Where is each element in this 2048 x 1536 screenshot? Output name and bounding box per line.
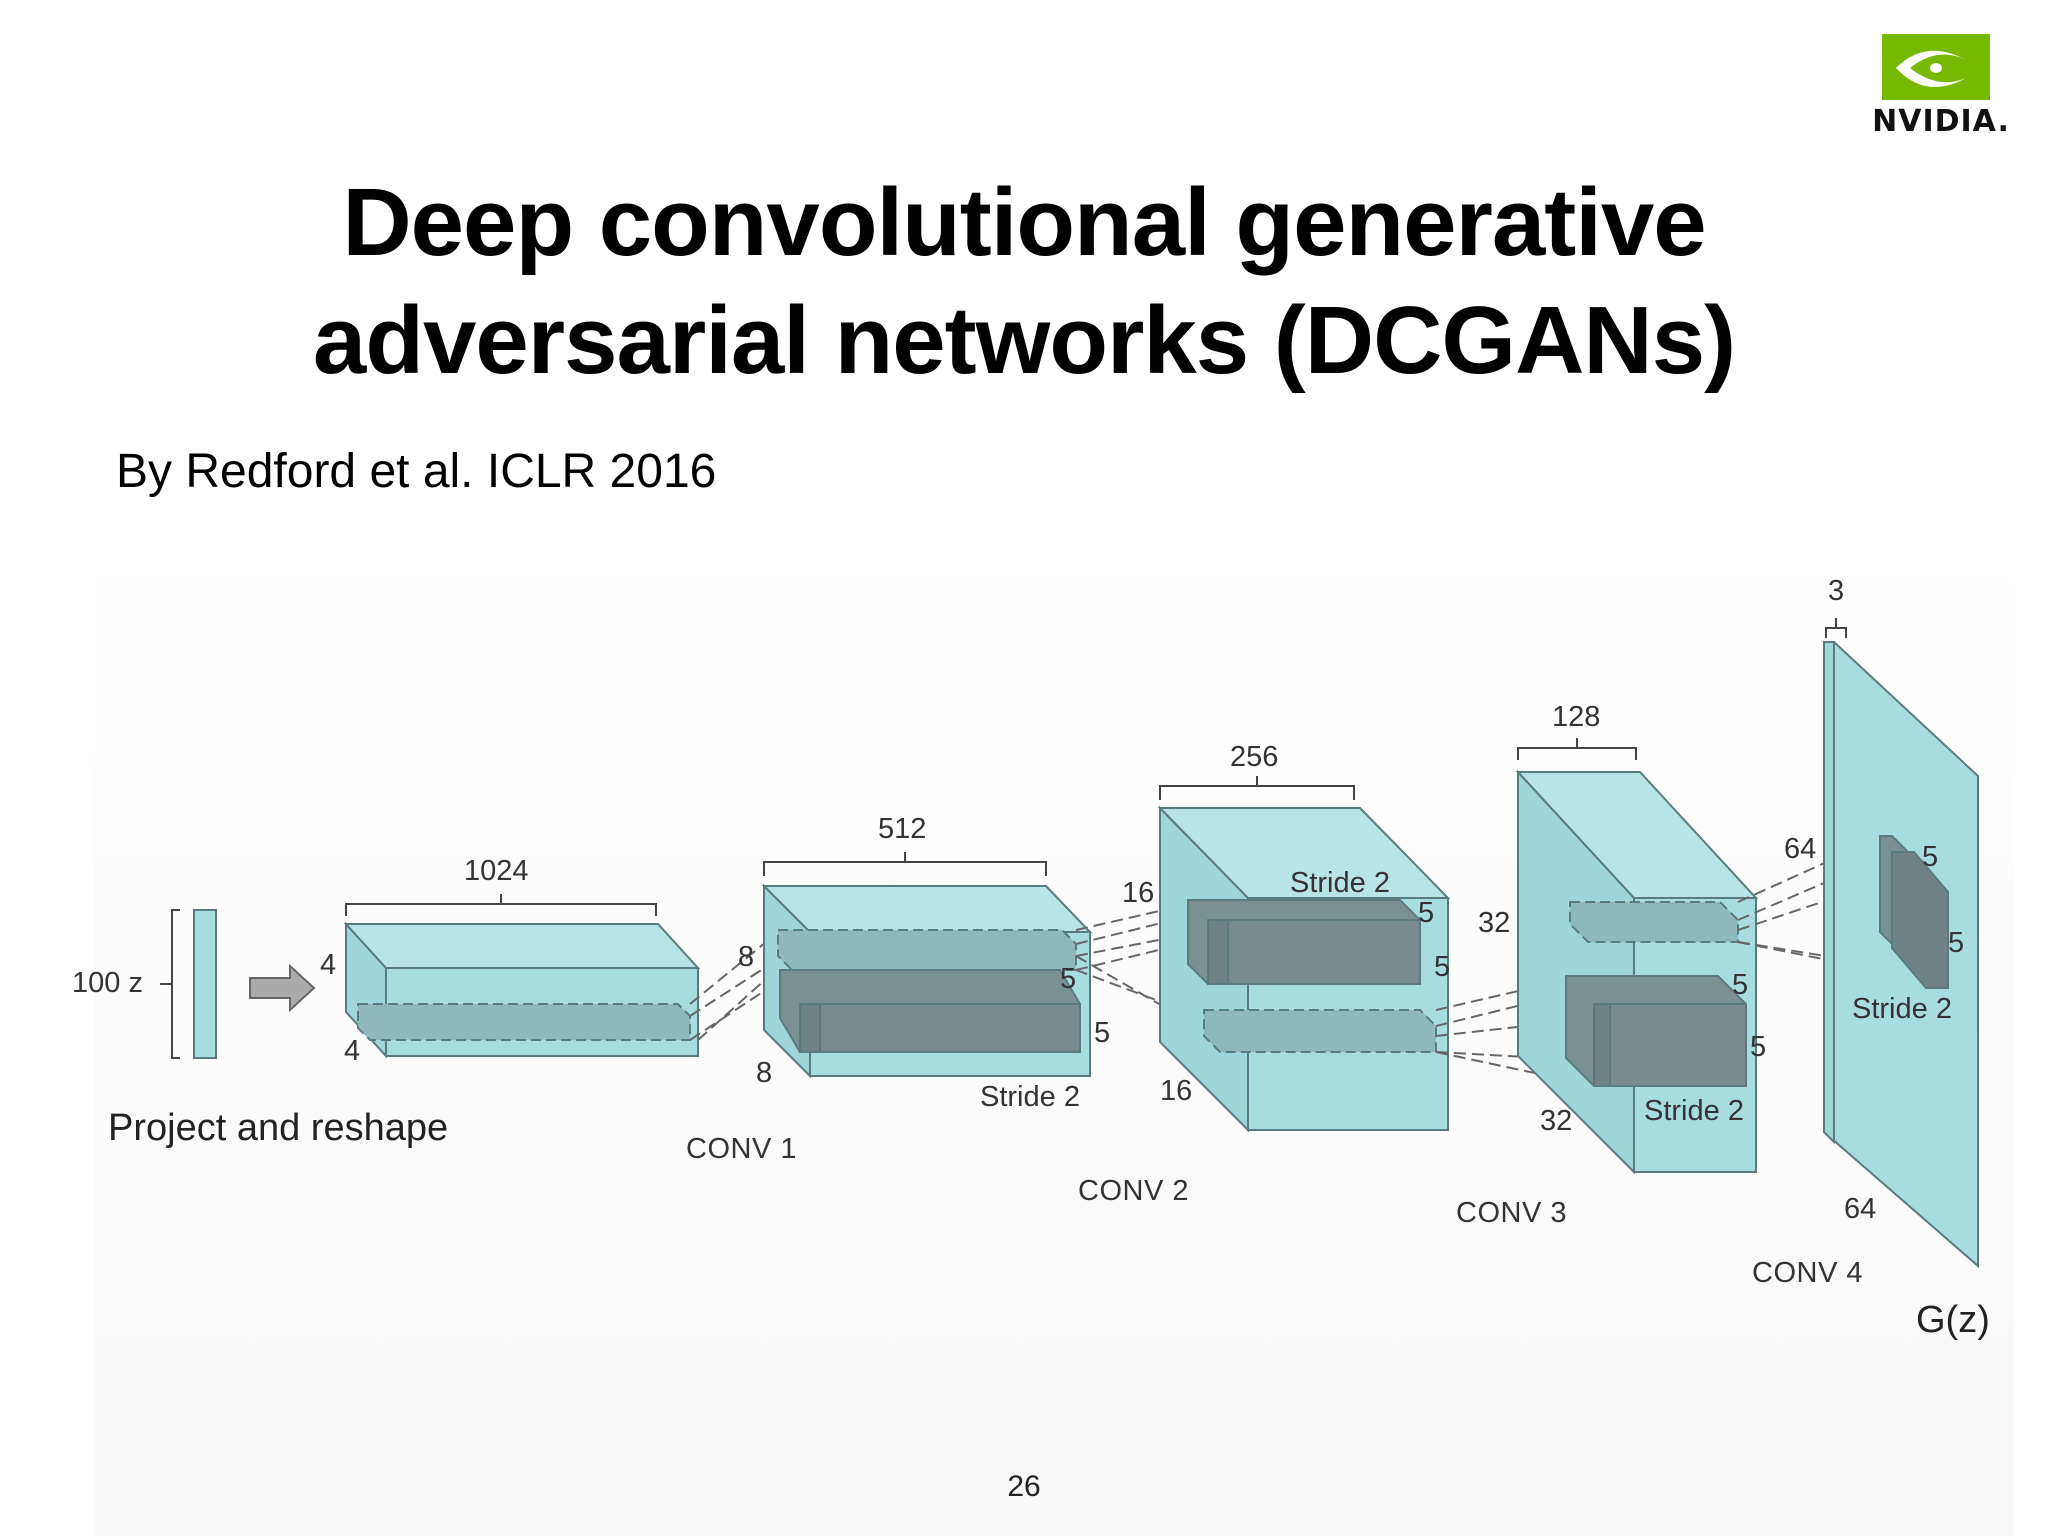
conv2-caption: CONV 2 (1078, 1175, 1189, 1207)
conv2-height: 16 (1122, 877, 1154, 909)
project-width: 4 (344, 1035, 360, 1067)
conv4-width: 64 (1844, 1193, 1876, 1225)
conv3-kernel-b: 5 (1750, 1031, 1766, 1063)
conv1-height: 8 (738, 941, 754, 973)
citation-text: By Redford et al. ICLR 2016 (116, 445, 717, 498)
title-line-1: Deep convolutional generative (342, 169, 1706, 277)
conv1-kernel-a: 5 (1060, 963, 1076, 995)
conv1-channels: 512 (878, 813, 926, 845)
conv3-channels: 128 (1552, 701, 1600, 733)
project-brace (345, 894, 657, 916)
conv3-kernel-a: 5 (1732, 969, 1748, 1001)
conv3-block (1515, 769, 1759, 1175)
conv4-kernel-a: 5 (1922, 841, 1938, 873)
input-vector (160, 909, 217, 1059)
conv3-caption: CONV 3 (1456, 1197, 1567, 1229)
conv3-height: 32 (1478, 907, 1510, 939)
nvidia-logo-icon (1882, 34, 1990, 100)
conv2-width: 16 (1160, 1075, 1192, 1107)
project-height: 4 (320, 949, 336, 981)
conv2-stride: Stride 2 (1290, 867, 1390, 899)
conv1-brace (763, 852, 1047, 876)
conv2-kernel-b: 5 (1434, 951, 1450, 983)
conv1-stride: Stride 2 (980, 1081, 1080, 1113)
logo-wordmark: NVIDIA. (1872, 104, 2010, 139)
output-label: G(z) (1916, 1299, 1990, 1341)
conv4-stride: Stride 2 (1852, 993, 1952, 1025)
conv2-brace (1159, 776, 1355, 800)
conv4-channels: 3 (1828, 575, 1844, 607)
conv3-stride: Stride 2 (1644, 1095, 1744, 1127)
project-channels: 1024 (464, 855, 529, 887)
conv1-caption: CONV 1 (686, 1133, 797, 1165)
conv3-brace (1517, 738, 1637, 760)
conv2-block (1157, 805, 1451, 1133)
project-label: Project and reshape (108, 1107, 448, 1149)
conv4-brace (1825, 618, 1847, 638)
page-number: 26 (1007, 1470, 1041, 1503)
project-arrow-icon (249, 963, 316, 1013)
conv1-width: 8 (756, 1057, 772, 1089)
conv3-width: 32 (1540, 1105, 1572, 1137)
conv1-kernel-b: 5 (1094, 1017, 1110, 1049)
slide-title: Deep convolutional generative adversaria… (0, 164, 2048, 400)
conv4-height: 64 (1784, 833, 1816, 865)
title-line-2: adversarial networks (DCGANs) (312, 287, 1736, 395)
conv2-channels: 256 (1230, 741, 1278, 773)
conv4-kernel-b: 5 (1948, 927, 1964, 959)
input-label: 100 z (72, 967, 143, 999)
conv4-output-plane (1823, 641, 1979, 1269)
project-block (343, 921, 701, 1059)
conv4-caption: CONV 4 (1752, 1257, 1863, 1289)
conv1-block (761, 883, 1093, 1079)
conv2-kernel-a: 5 (1418, 897, 1434, 929)
